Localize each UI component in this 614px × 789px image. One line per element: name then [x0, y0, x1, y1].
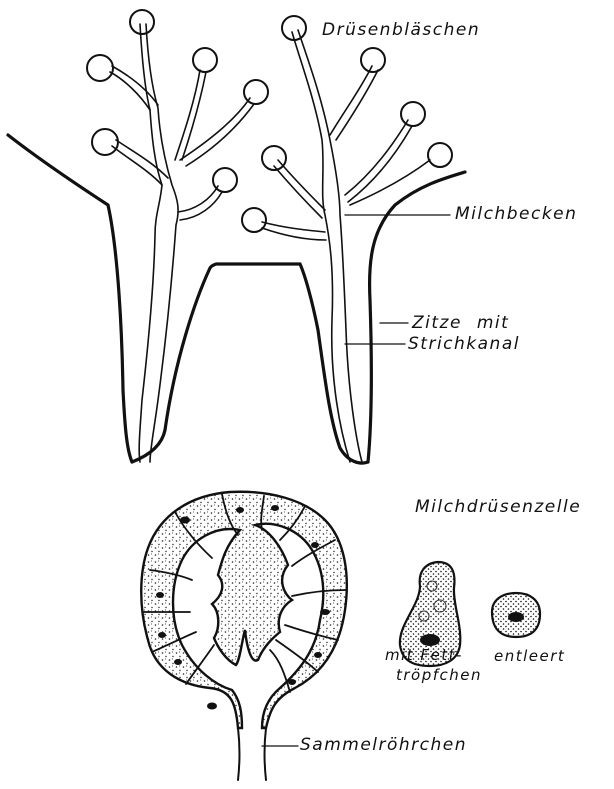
- emptied-cell: [492, 593, 540, 637]
- left-gland-alveoli: [87, 10, 268, 192]
- label-milchdruesenzelle: Milchdrüsenzelle: [415, 497, 581, 517]
- label-druesenblaeschen: Drüsenbläschen: [322, 20, 480, 40]
- left-gland-ducts: [110, 24, 254, 462]
- label-milchbecken: Milchbecken: [455, 204, 577, 224]
- label-mit-fett: mit Fett-: [385, 646, 463, 664]
- label-strichkanal: Strichkanal: [408, 334, 520, 354]
- sammelroehrchen-tube: [238, 728, 266, 780]
- alveolus: [141, 492, 347, 728]
- label-troepfchen: tröpfchen: [396, 666, 482, 684]
- label-zitze-mit: Zitze mit: [412, 313, 509, 333]
- label-entleert: entleert: [494, 647, 565, 665]
- right-gland-ducts: [262, 30, 430, 462]
- label-sammelroehrchen: Sammelröhrchen: [300, 735, 467, 755]
